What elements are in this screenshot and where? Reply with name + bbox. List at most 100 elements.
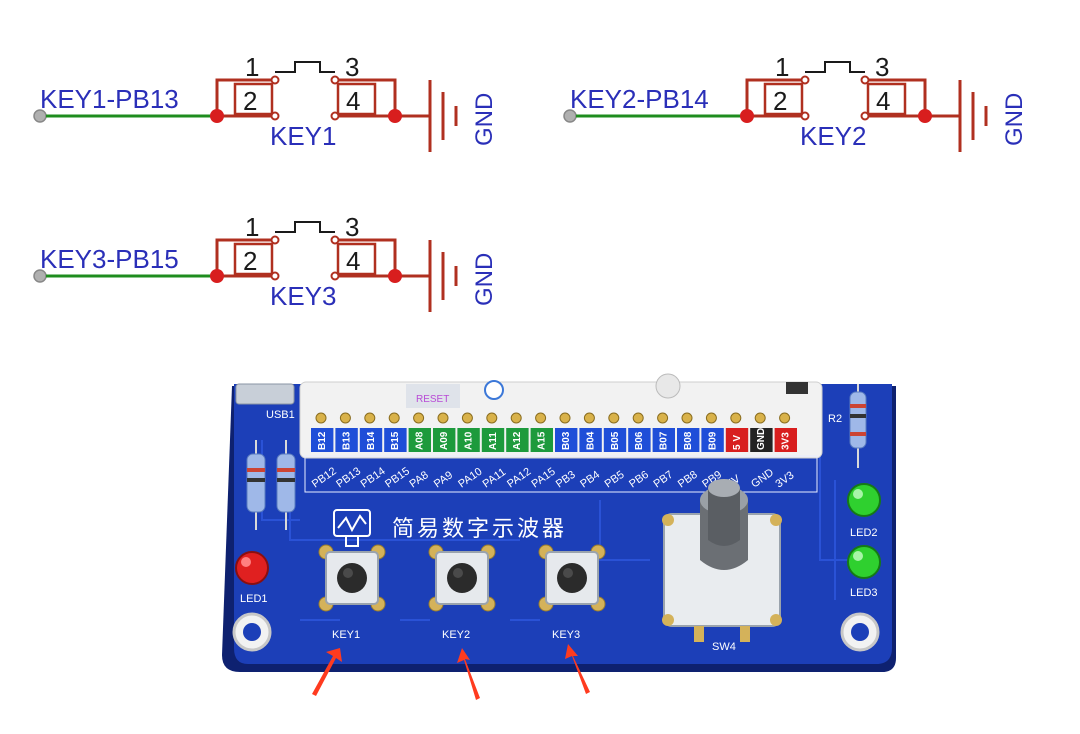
header-pin-dot bbox=[632, 412, 644, 424]
header-pin-label: B14 bbox=[366, 431, 377, 450]
r2-band bbox=[850, 432, 866, 436]
header-pin-label: A11 bbox=[488, 432, 499, 450]
led3-label: LED3 bbox=[850, 587, 878, 599]
oscilloscope-icon bbox=[333, 509, 371, 547]
switch-inner-right bbox=[336, 242, 377, 276]
header-pin-cell bbox=[677, 428, 700, 452]
tact-switch: KEY1 bbox=[318, 544, 386, 641]
header-pin-label: B07 bbox=[659, 431, 670, 450]
led2-label: LED2 bbox=[850, 527, 878, 539]
pcb-traces bbox=[261, 440, 850, 621]
switch-cap-highlight bbox=[343, 568, 353, 578]
gnd-label: GND bbox=[471, 93, 498, 146]
header-pin-cell bbox=[555, 428, 578, 452]
pin-dot bbox=[270, 235, 280, 245]
header-pin-dot bbox=[779, 412, 791, 424]
header-pin-dot bbox=[510, 412, 522, 424]
switch-inner-right bbox=[866, 82, 907, 116]
header-pin-cell bbox=[408, 428, 431, 452]
header-pin-cell bbox=[311, 428, 334, 452]
schematic-key2: KEY2-PB14 1 2 3 4 KEY2 GND bbox=[563, 52, 1028, 152]
header-pin-label: A12 bbox=[512, 431, 523, 450]
junction-dot bbox=[388, 269, 402, 283]
header-pin-dot bbox=[730, 412, 742, 424]
header-pin-dot bbox=[413, 412, 425, 424]
reset-button-area bbox=[406, 384, 460, 408]
tact-switch: KEY3 bbox=[538, 544, 606, 641]
mount-hole-left-inner bbox=[243, 623, 261, 641]
junction-dot bbox=[210, 269, 224, 283]
pin-dot bbox=[270, 75, 280, 85]
r2-band bbox=[850, 404, 866, 408]
header-pin-dots bbox=[315, 412, 791, 424]
header-pin-label: B04 bbox=[585, 431, 596, 450]
header-pin-cell bbox=[628, 428, 651, 452]
header-pin-dot bbox=[657, 412, 669, 424]
pin-dot bbox=[860, 111, 870, 121]
pin-4-label: 4 bbox=[346, 246, 360, 276]
switch-cap-highlight bbox=[563, 568, 573, 578]
pin-dot bbox=[800, 111, 810, 121]
header-pin-dot bbox=[315, 412, 327, 424]
pin-dot bbox=[330, 271, 340, 281]
header-pin-dot bbox=[681, 412, 693, 424]
led1-label: LED1 bbox=[240, 593, 268, 605]
net-label: KEY1-PB13 bbox=[40, 84, 179, 114]
pin-4-label: 4 bbox=[876, 86, 890, 116]
encoder-label: SW4 bbox=[712, 641, 736, 653]
header-pin-cell bbox=[384, 428, 407, 452]
switch-cap-highlight bbox=[453, 568, 463, 578]
header-pin-label: B08 bbox=[683, 431, 694, 450]
switch-cap bbox=[447, 563, 477, 593]
logo-icon bbox=[484, 380, 504, 400]
header-pin-dot bbox=[608, 412, 620, 424]
annotation-arrows bbox=[312, 644, 590, 700]
pin-3-label: 3 bbox=[345, 212, 359, 242]
header-pin-cell bbox=[579, 428, 602, 452]
header-pin-dot bbox=[583, 412, 595, 424]
header-pin-dot bbox=[705, 412, 717, 424]
led3-highlight bbox=[853, 551, 863, 561]
switch-body bbox=[215, 78, 397, 118]
gnd-label: GND bbox=[471, 253, 498, 306]
header-pin-cell bbox=[774, 428, 797, 452]
header-pin-dot bbox=[388, 412, 400, 424]
switch-body bbox=[745, 78, 927, 118]
mount-hole-right-inner bbox=[851, 623, 869, 641]
header-pin-dot bbox=[339, 412, 351, 424]
header-pin-cell bbox=[457, 428, 480, 452]
pin-3-label: 3 bbox=[875, 52, 889, 82]
header-pin-label: B13 bbox=[341, 431, 352, 450]
pin-2-label: 2 bbox=[773, 86, 787, 116]
junction-dot bbox=[740, 109, 754, 123]
key-ref-label: KEY3 bbox=[270, 281, 337, 311]
header-pin-cell bbox=[433, 428, 456, 452]
header-pin-dot bbox=[437, 412, 449, 424]
pin-dot bbox=[330, 111, 340, 121]
header-pin-dot bbox=[486, 412, 498, 424]
switch-actuator bbox=[805, 61, 865, 73]
header-pin-label: B06 bbox=[634, 431, 645, 450]
header-pin-label: A15 bbox=[537, 431, 548, 450]
net-label: KEY3-PB15 bbox=[40, 244, 179, 274]
led3 bbox=[847, 545, 881, 579]
header-pin-cell bbox=[652, 428, 675, 452]
pin-dot bbox=[330, 235, 340, 245]
header-pin-label: B12 bbox=[317, 431, 328, 450]
usb-label: USB1 bbox=[266, 409, 295, 421]
pin-2-label: 2 bbox=[243, 86, 257, 116]
header-pin-cell bbox=[481, 428, 505, 452]
schematic-key1: KEY1-PB13 1 2 3 4 KEY1 GND bbox=[33, 52, 498, 152]
arrow-icon bbox=[565, 644, 590, 694]
tact-switch: KEY2 bbox=[428, 544, 496, 641]
r2-resistor bbox=[849, 391, 867, 449]
header-pin-cell bbox=[725, 428, 749, 452]
schematic-key3: KEY3-PB15 1 2 3 4 KEY3 GND bbox=[33, 212, 498, 312]
header-pin-label: GND bbox=[756, 428, 767, 450]
header-pin-label: A08 bbox=[415, 431, 426, 450]
header-pin-cell bbox=[701, 428, 724, 452]
rotary-encoder bbox=[662, 479, 782, 642]
pin-1-label: 1 bbox=[245, 52, 259, 82]
button-label: KEY3 bbox=[552, 629, 580, 641]
